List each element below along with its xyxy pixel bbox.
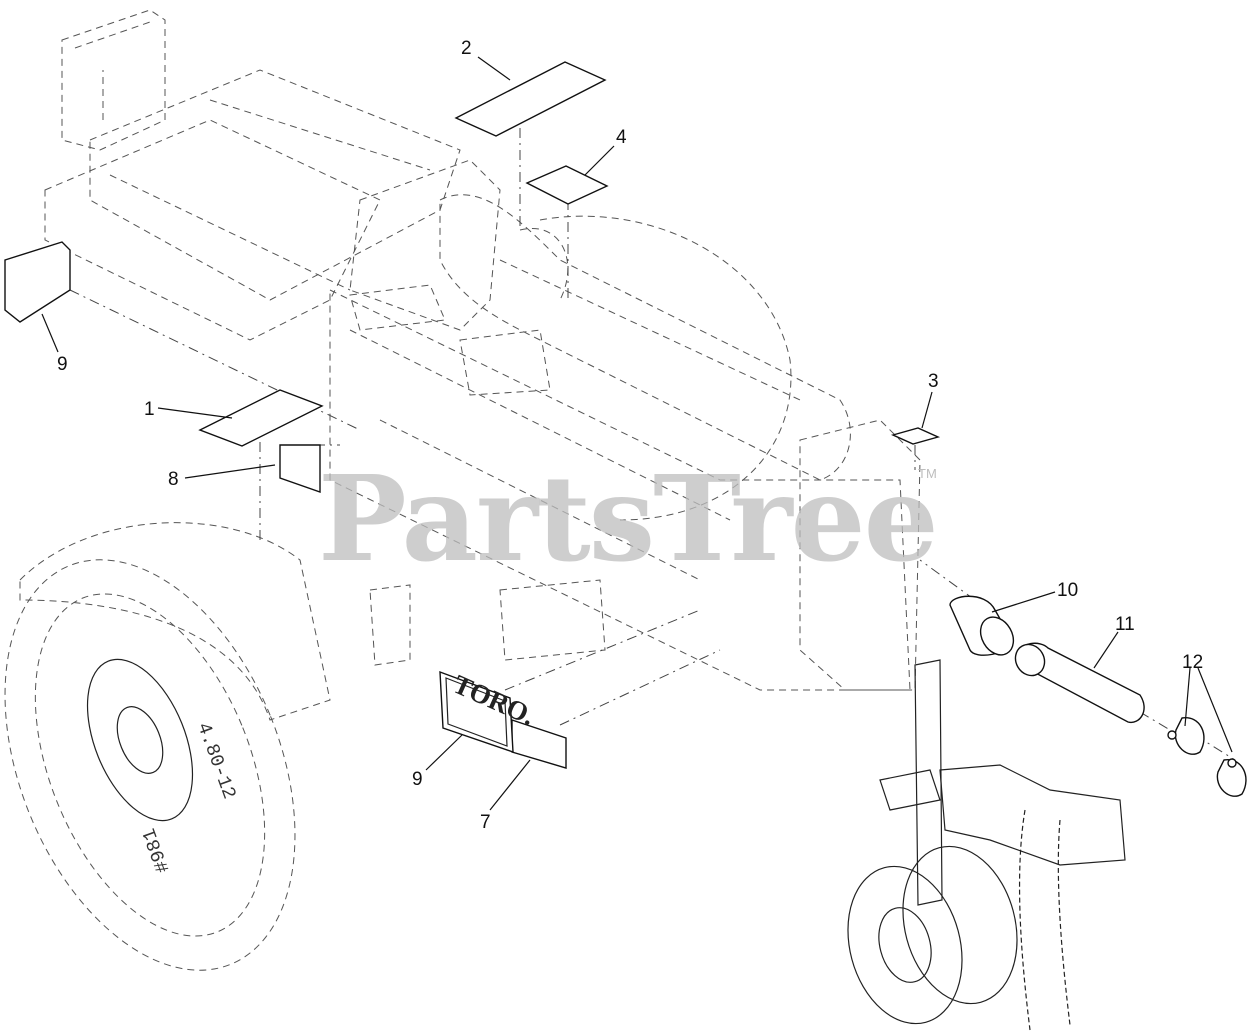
callout-7: 7 [480, 812, 491, 833]
callouts: 2 4 1 8 3 9 9 7 10 11 12 [57, 38, 1203, 833]
decal-1 [198, 389, 324, 447]
tire-size-text: 4.80-12 [192, 719, 240, 802]
decal-2 [454, 61, 607, 137]
splitter-frame-drawing [4, 9, 1126, 1031]
tire-mark-text: #981 [138, 825, 174, 875]
watermark-trademark: TM [918, 466, 937, 481]
callout-9-lower: 9 [412, 769, 423, 790]
part-12-clip-b [1216, 758, 1247, 797]
callout-1: 1 [144, 399, 155, 420]
part-10-sleeve [949, 595, 1015, 656]
callout-9-upper: 9 [57, 354, 68, 375]
callout-11: 11 [1115, 614, 1135, 635]
decal-4 [525, 165, 609, 205]
callout-10: 10 [1057, 580, 1078, 601]
callout-leaders [41, 56, 1233, 811]
decal-3 [890, 427, 941, 445]
watermark: PartsTree TM [318, 449, 939, 588]
callout-12: 12 [1182, 652, 1203, 673]
decal-9-upper [4, 241, 71, 323]
callout-8: 8 [168, 469, 179, 490]
callout-3: 3 [928, 371, 939, 392]
callout-4: 4 [616, 127, 627, 148]
callout-2: 2 [461, 38, 472, 59]
watermark-text: PartsTree [318, 449, 937, 588]
decal-8 [279, 444, 321, 493]
part-12-clip-a [1167, 717, 1205, 755]
part-11-tube [1014, 642, 1145, 724]
